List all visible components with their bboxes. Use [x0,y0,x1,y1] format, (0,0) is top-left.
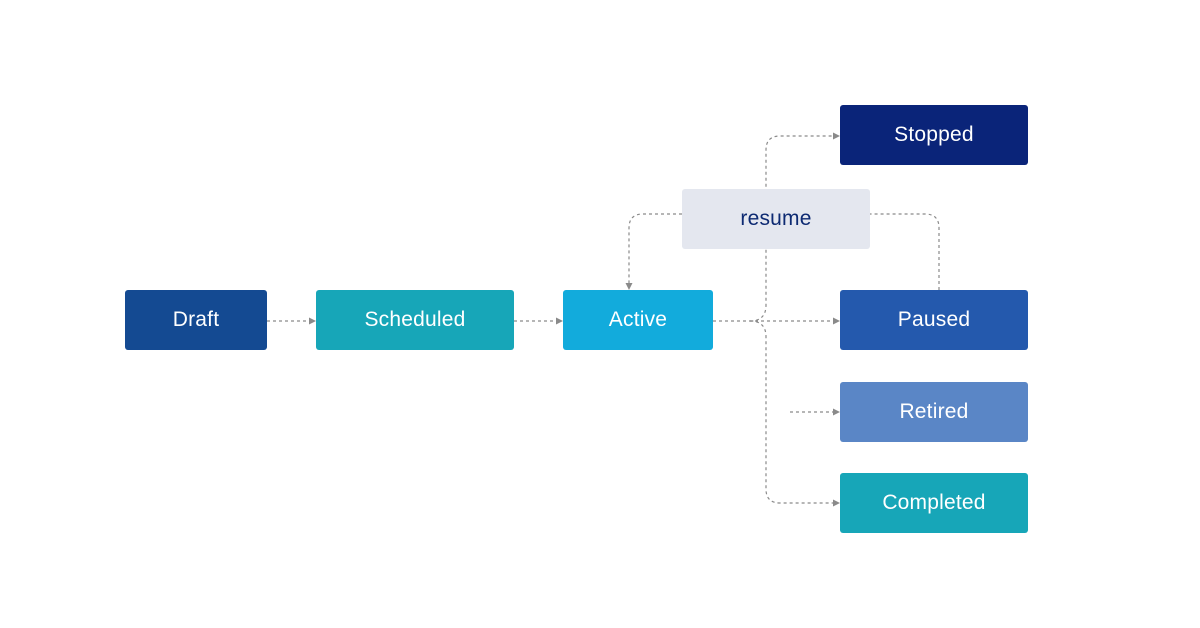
state-stopped[interactable]: Stopped [840,105,1028,165]
state-stopped-label: Stopped [894,123,974,146]
connector-paused-resume [870,213,940,290]
state-retired-label: Retired [899,400,969,423]
transition-resume[interactable]: resume [682,189,870,249]
state-scheduled-label: Scheduled [364,308,466,331]
state-draft[interactable]: Draft [125,290,267,350]
transition-resume-label: resume [740,207,812,230]
arrowhead-paused [833,317,840,325]
arrowhead-stopped [833,132,840,140]
arrowhead-active [556,317,563,325]
state-completed-label: Completed [882,491,986,514]
state-scheduled[interactable]: Scheduled [316,290,514,350]
state-completed[interactable]: Completed [840,473,1028,533]
connector-resume-active [628,213,682,284]
state-draft-label: Draft [172,308,220,331]
connector-active-stopped [749,135,834,322]
state-active[interactable]: Active [563,290,713,350]
arrowhead-completed [833,499,840,507]
arrowhead-scheduled [309,317,316,325]
state-paused[interactable]: Paused [840,290,1028,350]
state-retired[interactable]: Retired [840,382,1028,442]
connector-active-completed [749,320,834,504]
state-active-label: Active [608,308,668,331]
state-paused-label: Paused [897,308,971,331]
arrowhead-retired [833,408,840,416]
arrowhead-active-loop [625,283,633,290]
